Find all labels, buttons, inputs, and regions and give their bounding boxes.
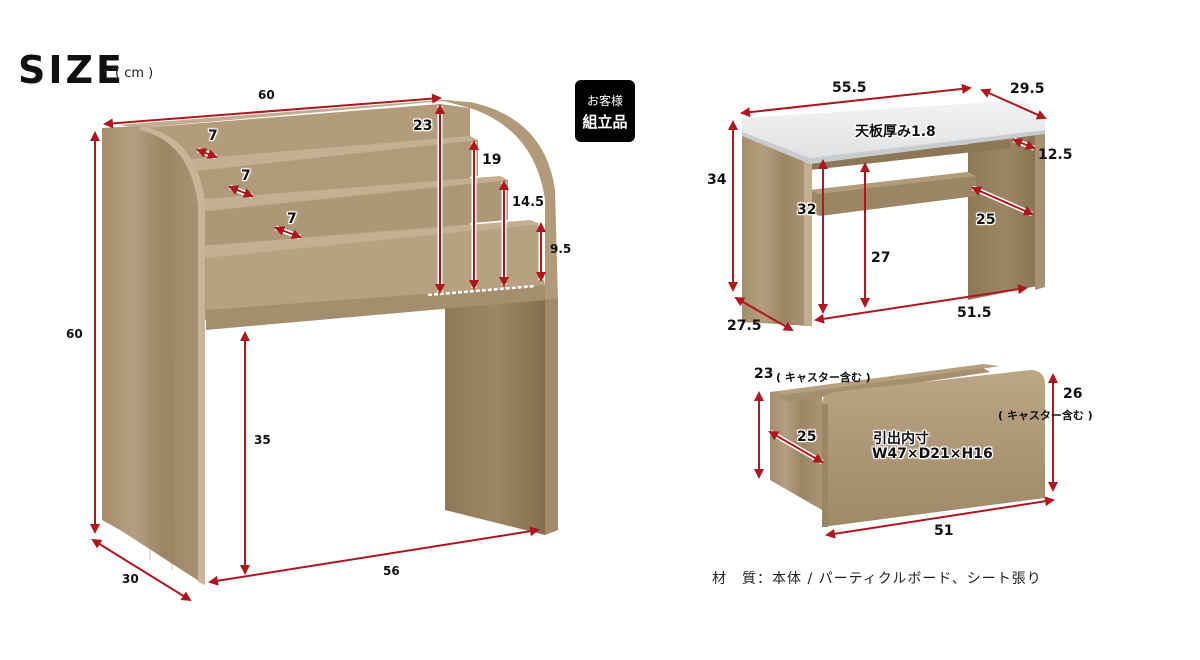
badge-line1: お客様 xyxy=(586,94,623,108)
drawer-inner-label: 引出内寸 xyxy=(873,431,929,447)
drawer-right-height-note: ( キャスター含む ) xyxy=(998,409,1093,422)
slot-height-14-5-label: 14.5 xyxy=(512,195,545,210)
drawer-depth-label: 25 xyxy=(797,429,817,445)
desk-side-depth-label: 12.5 xyxy=(1038,147,1073,163)
desk-inner-width-label: 51.5 xyxy=(957,305,992,321)
desk-crossbar-depth-label: 25 xyxy=(976,212,996,228)
desk-depth-label: 29.5 xyxy=(1010,81,1045,97)
drawer-right-height-label: 26 xyxy=(1063,386,1083,402)
material-text: 材 質：本体 / パーティクルボード、シート張り xyxy=(712,571,1042,587)
slot-height-9-5-label: 9.5 xyxy=(550,242,572,256)
drawer-inner-dims: W47×D21×H16 xyxy=(872,446,993,462)
drawer-left-height-note: ( キャスター含む ) xyxy=(776,371,871,384)
bookshelf-drawing xyxy=(90,93,558,602)
desk-inner-height-label: 32 xyxy=(797,202,817,218)
slot-depth-3-label: 7 xyxy=(287,211,297,227)
slot-height-19-label: 19 xyxy=(482,152,502,168)
badge-line2: 組立品 xyxy=(582,113,628,131)
desk-leg-depth-label: 27.5 xyxy=(727,318,762,334)
size-unit: ( cm ) xyxy=(115,66,154,81)
slot-depth-2-label: 7 xyxy=(241,168,251,184)
assembly-required-badge: お客様 組立品 xyxy=(575,80,635,142)
slot-depth-1-label: 7 xyxy=(208,128,218,144)
bookshelf-height-label: 60 xyxy=(66,327,83,341)
desk-top-thickness-label: 天板厚み1.8 xyxy=(855,124,936,140)
desk-height-label: 34 xyxy=(707,172,727,188)
bookshelf-width-label: 60 xyxy=(258,88,275,102)
desk-crossbar-height-label: 27 xyxy=(871,250,891,266)
drawer-left-height-label: 23 xyxy=(754,366,774,382)
bookshelf-clearance-label: 35 xyxy=(254,433,271,447)
drawer-width-label: 51 xyxy=(934,523,954,539)
size-title: SIZE xyxy=(18,48,126,92)
bookshelf-inner-width-label: 56 xyxy=(383,564,400,578)
drawer-drawing xyxy=(754,364,1058,539)
desk-drawing xyxy=(728,83,1047,331)
desk-width-label: 55.5 xyxy=(832,80,867,96)
bookshelf-depth-label: 30 xyxy=(122,572,139,586)
slot-height-23-label: 23 xyxy=(413,118,433,134)
